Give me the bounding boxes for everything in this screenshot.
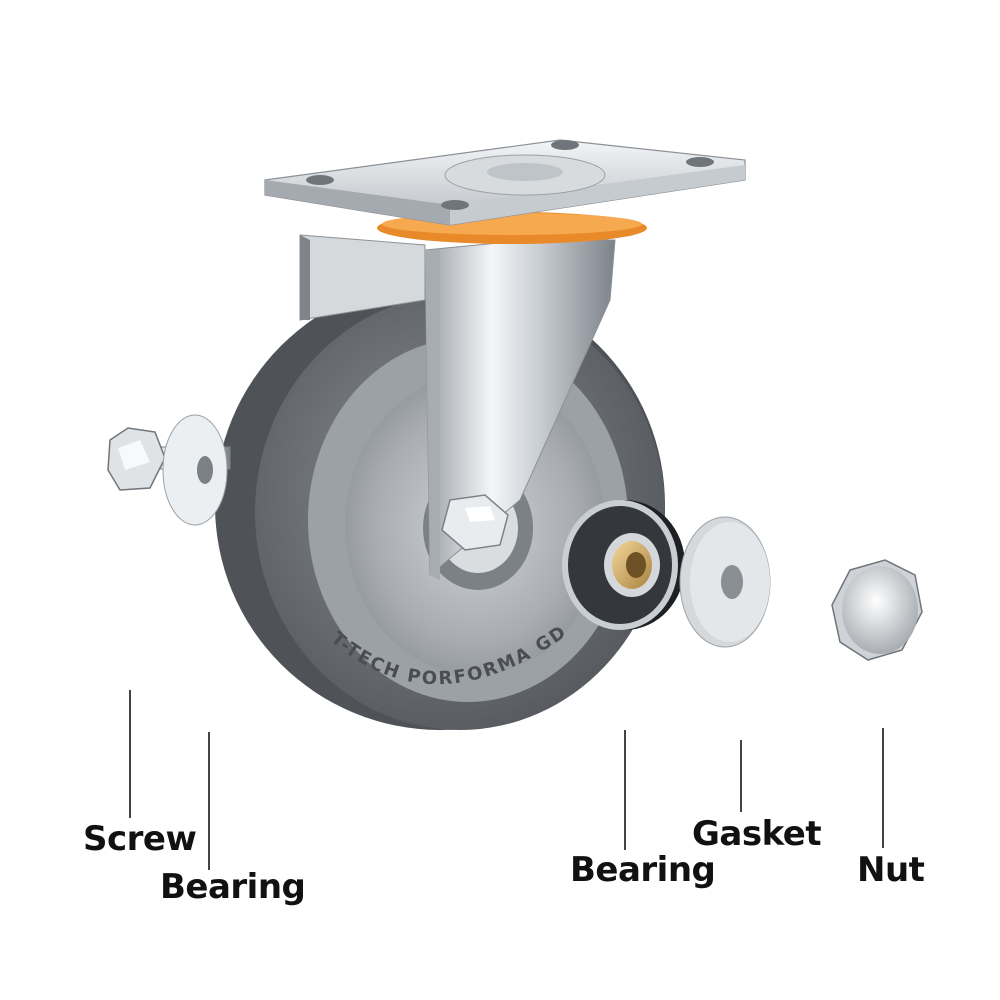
bearing-right-leader-line xyxy=(624,730,626,850)
plate-hole xyxy=(306,175,334,185)
plate-hole xyxy=(686,157,714,167)
gasket-part xyxy=(679,516,771,648)
caster-fork xyxy=(299,234,616,580)
gasket-label: Gasket xyxy=(692,814,822,854)
screw-leader-line xyxy=(129,690,131,818)
axle-bolt-head xyxy=(441,494,509,551)
gasket-leader-line xyxy=(740,740,742,812)
nut-leader-line xyxy=(882,728,884,848)
plate-hole xyxy=(551,140,579,150)
bearing-left-label: Bearing xyxy=(160,867,306,907)
nut-part xyxy=(831,559,923,661)
screw-label: Screw xyxy=(83,819,197,859)
bearing-part xyxy=(562,500,685,630)
bearing-left-leader-line xyxy=(208,732,210,870)
nut-label: Nut xyxy=(857,850,925,890)
screw-part xyxy=(107,414,231,526)
plate-hole xyxy=(441,200,469,210)
top-plate xyxy=(264,139,746,226)
bearing-right-label: Bearing xyxy=(570,850,716,890)
